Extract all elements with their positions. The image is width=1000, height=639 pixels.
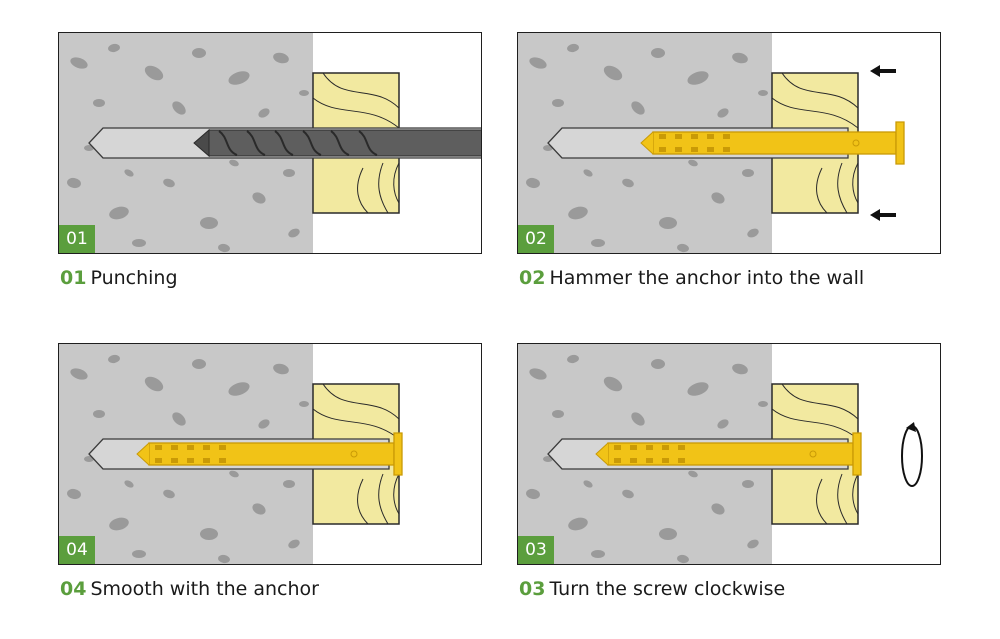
drill-bit-icon	[193, 128, 481, 158]
step-03-screw-illustration: 03	[517, 343, 941, 565]
nylon-anchor-icon	[595, 432, 862, 476]
caption-text: Hammer the anchor into the wall	[549, 267, 865, 289]
caption-number: 01	[60, 267, 87, 289]
step-badge: 01	[59, 225, 95, 253]
push-direction-arrow-icon	[870, 65, 896, 221]
hammer-scene	[518, 33, 905, 253]
drilling-scene	[59, 33, 481, 253]
step-badge: 03	[518, 536, 554, 564]
caption-text: Punching	[90, 267, 178, 289]
nylon-anchor-icon	[136, 432, 403, 476]
step-badge: 04	[59, 536, 95, 564]
caption-text: Turn the screw clockwise	[549, 578, 786, 600]
step-badge: 02	[518, 225, 554, 253]
caption-number: 03	[519, 578, 546, 600]
clockwise-rotation-icon	[901, 422, 923, 487]
screw-scene	[518, 344, 923, 564]
step-04-flush-illustration: 04	[58, 343, 482, 565]
caption-number: 04	[60, 578, 87, 600]
step-01-drilling-illustration: 01	[58, 32, 482, 254]
step-02-hammer-illustration: 02	[517, 32, 941, 254]
caption-text: Smooth with the anchor	[90, 578, 319, 600]
caption-number: 02	[519, 267, 546, 289]
flush-scene	[59, 344, 403, 564]
nylon-anchor-icon	[640, 121, 905, 165]
